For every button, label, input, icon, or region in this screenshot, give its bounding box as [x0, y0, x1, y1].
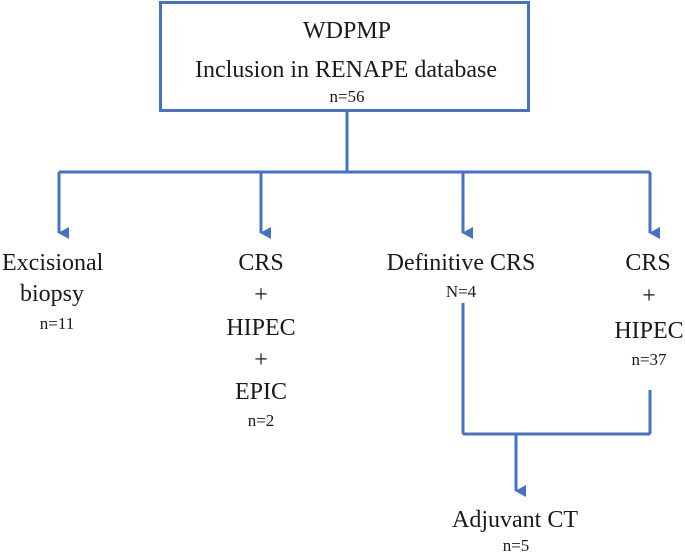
branch-crs-hipec-epic-line-1: CRS	[238, 250, 284, 276]
branch-definitive-crs-label: Definitive CRS	[386, 250, 536, 276]
root-title: WDPMP	[302, 18, 392, 44]
branch-excisional-line-1: Excisional	[2, 250, 104, 276]
merged-adjuvant-ct-label: Adjuvant CT	[452, 507, 578, 533]
branch-definitive-crs-count: N=4	[445, 282, 477, 301]
branch-crs-hipec-epic-line-5: EPIC	[234, 379, 288, 405]
root-count: n=56	[329, 87, 365, 106]
root-subtitle: Inclusion in RENAPE database	[195, 57, 497, 83]
branch-crs-hipec-line-1: CRS	[625, 250, 671, 276]
branch-excisional-line-2: biopsy	[20, 281, 85, 307]
branch-crs-hipec-line-3: HIPEC	[614, 318, 684, 344]
root-node-box	[159, 1, 530, 112]
branch-excisional-count: n=11	[39, 314, 75, 333]
branch-crs-hipec-epic-plus-2: +	[254, 347, 268, 373]
branch-crs-hipec-epic-plus-1: +	[254, 282, 268, 308]
branch-crs-hipec-plus: +	[642, 283, 656, 309]
branch-crs-hipec-epic-count: n=2	[247, 411, 275, 430]
branch-crs-hipec-epic-line-3: HIPEC	[226, 315, 296, 341]
branch-crs-hipec-count: n=37	[631, 350, 667, 369]
merged-adjuvant-ct-count: n=5	[502, 536, 530, 555]
